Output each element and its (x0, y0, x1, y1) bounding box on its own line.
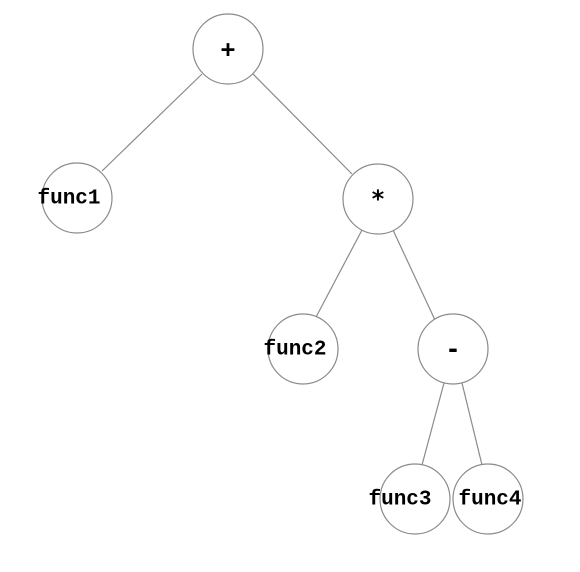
edge-minus-func3 (421, 382, 445, 466)
node-plus: + (192, 13, 264, 85)
node-func3: func3 (368, 463, 451, 535)
node-minus-circle (417, 313, 489, 385)
node-func1: func1 (37, 162, 113, 234)
node-func3-circle (379, 463, 451, 535)
edge-minus-func4 (461, 382, 483, 466)
edge-plus-func1 (101, 73, 203, 172)
node-minus: - (417, 313, 489, 385)
edge-times-minus (392, 229, 436, 321)
node-func1-label: func1 (37, 188, 100, 211)
node-times-circle (342, 163, 414, 235)
node-func1-circle (41, 162, 113, 234)
node-func4: func4 (452, 463, 524, 535)
node-plus-label: + (221, 35, 235, 63)
node-plus-circle (192, 13, 264, 85)
node-func4-circle (452, 463, 524, 535)
node-func2-circle (267, 313, 339, 385)
node-minus-label: - (446, 335, 460, 363)
tree-nodes: + func1 * func2 - func3 func4 (37, 13, 524, 535)
tree-edges (101, 73, 483, 466)
node-func2-label: func2 (263, 339, 326, 362)
edge-times-func2 (314, 229, 363, 320)
node-func2: func2 (263, 313, 339, 385)
node-func4-label: func4 (458, 489, 521, 512)
edge-plus-times (252, 73, 353, 175)
node-times-label: * (371, 185, 385, 213)
node-func3-label: func3 (368, 489, 431, 512)
node-times: * (342, 163, 414, 235)
